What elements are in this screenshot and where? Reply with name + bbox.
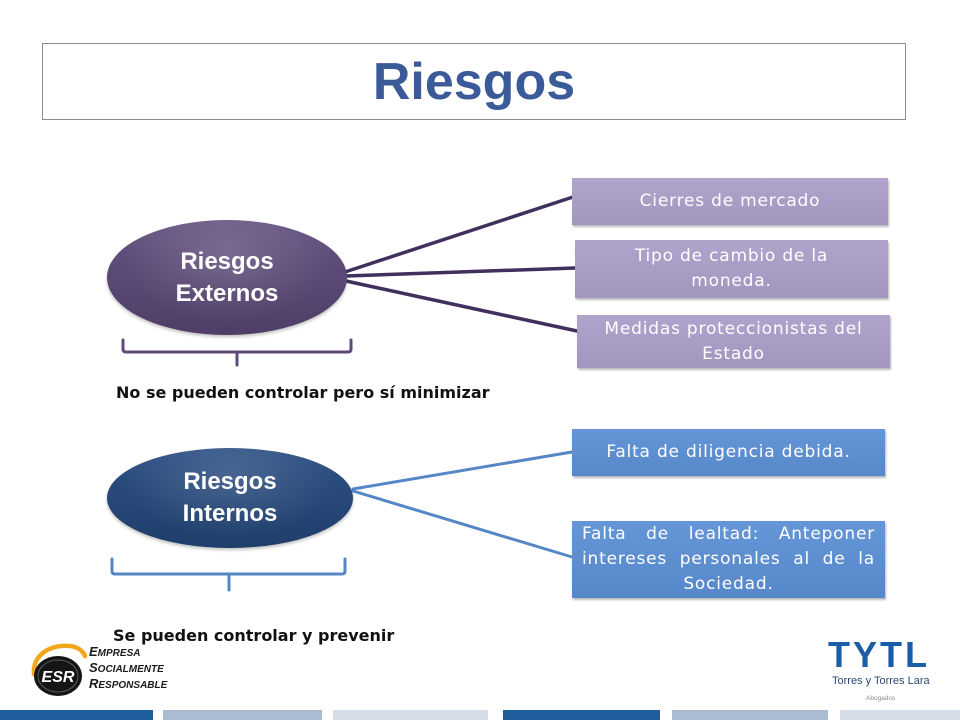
tytl-tagline: Abogados: [866, 695, 896, 702]
footer-bar-segment: [503, 710, 660, 720]
internal-risks-note: Se pueden controlar y prevenir: [113, 626, 395, 645]
footer-bar-segment: [672, 710, 828, 720]
esr-word: EMPRESA: [89, 644, 141, 660]
tytl-mark: TYTL: [828, 634, 930, 675]
esr-seal-body: [34, 656, 82, 696]
esr-wordmark: EMPRESA SOCIALMENTE RESPONSABLE: [89, 645, 167, 693]
title-box: Riesgos: [42, 43, 906, 120]
connector-internal-2: [351, 489, 574, 559]
slide-title: Riesgos: [372, 52, 576, 111]
external-risks-label: Riesgos Externos: [175, 247, 279, 307]
esr-logo: ESR EMPRESA SOCIALMENTE RESPONSABLE: [26, 638, 171, 702]
internal-risk-item: Falta de lealtad: Anteponer intereses pe…: [572, 521, 885, 598]
esr-word: RESPONSABLE: [89, 676, 168, 692]
internal-risks-label: Riesgos Internos: [182, 468, 278, 527]
esr-seal-icon: ESR: [31, 643, 88, 696]
external-risk-item-text: Tipo de cambio de la moneda.: [634, 246, 829, 291]
internal-brace: [110, 557, 347, 592]
footer-bar-segment: [0, 710, 153, 720]
external-risk-item: Medidas proteccionistas del Estado: [577, 315, 890, 368]
external-risk-item: Cierres de mercado: [572, 178, 888, 225]
footer-bar: [0, 710, 960, 720]
external-brace: [121, 338, 353, 367]
internal-risk-item-text: Falta de lealtad: Anteponer intereses pe…: [582, 524, 875, 594]
connector-external-3: [344, 279, 579, 333]
external-risks-oval: Riesgos Externos: [107, 220, 347, 335]
internal-risk-item: Falta de diligencia debida.: [572, 429, 885, 476]
esr-seal-ring: [37, 659, 79, 693]
esr-seal-arc: [31, 643, 88, 677]
external-risks-note: No se pueden controlar pero sí minimizar: [116, 383, 490, 402]
internal-risks-oval: Riesgos Internos: [107, 448, 353, 548]
tytl-firm-name: Torres y Torres Lara: [832, 675, 930, 687]
connector-external-1: [343, 195, 575, 274]
footer-bar-segment: [840, 710, 960, 720]
external-risk-item: Tipo de cambio de la moneda.: [575, 240, 888, 298]
internal-risk-item-text: Falta de diligencia debida.: [606, 442, 851, 462]
connector-external-2: [344, 266, 577, 278]
external-risk-item-text: Medidas proteccionistas del Estado: [604, 318, 863, 364]
footer-bar-segment: [333, 710, 488, 720]
footer-bar-segment: [163, 710, 322, 720]
tytl-logo: TYTL Torres y Torres Lara Abogados: [826, 636, 938, 706]
esr-word: SOCIALMENTE: [89, 660, 164, 676]
connector-internal-1: [351, 450, 574, 491]
esr-mark-text: ESR: [42, 669, 75, 686]
external-risk-item-text: Cierres de mercado: [639, 191, 821, 211]
